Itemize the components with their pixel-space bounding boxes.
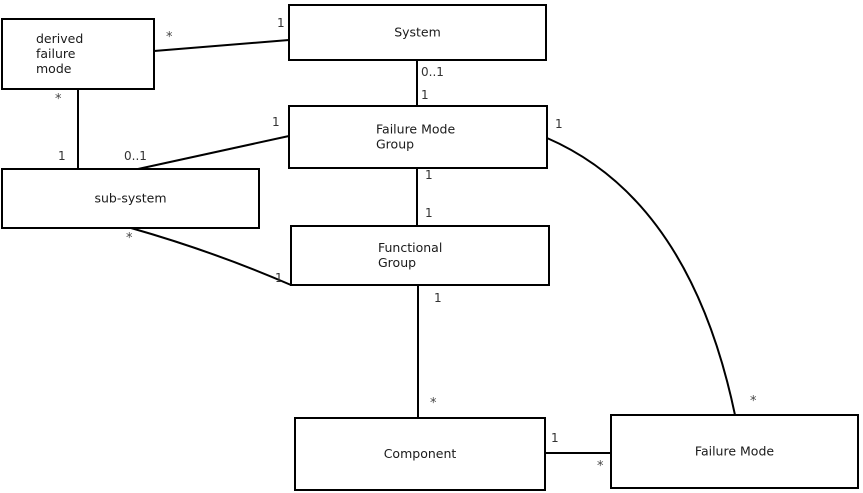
multiplicity-label-m-dfm-system-star: *	[166, 30, 173, 45]
class-name-failure-mode: Failure Mode	[695, 444, 774, 459]
multiplicity-label-m-subsystem-dfm-one: 1	[58, 149, 66, 163]
multiplicity-label-m-system-fmg-zeroone: 0..1	[421, 65, 444, 79]
class-name-line: Functional	[378, 240, 442, 255]
class-box-failure-mode[interactable]	[610, 414, 859, 489]
multiplicity-label-m-fmg-fm-one: 1	[555, 117, 563, 131]
class-box-derived-failure-mode[interactable]	[1, 18, 155, 90]
multiplicity-labels-layer: * 1 * 1 0..1 1 0..1 1 1 1 * 1 1 * 1 * 1 *	[55, 16, 757, 474]
multiplicity-label-m-fmg-fg-one-bottom: 1	[425, 206, 433, 220]
multiplicity-label-m-dfm-subsystem-star: *	[55, 92, 62, 107]
multiplicity-label-m-component-fm-one: 1	[551, 431, 559, 445]
multiplicity-label-m-fg-component-one: 1	[434, 291, 442, 305]
class-box-failure-mode-group[interactable]	[288, 105, 548, 169]
multiplicity-label-m-fmg-subsystem-one: 1	[272, 115, 280, 129]
multiplicity-label-m-subsystem-fg-star: *	[126, 231, 133, 246]
multiplicity-label-m-fg-subsystem-one: 1	[275, 271, 283, 285]
class-name-line: Component	[384, 446, 457, 461]
association-edges-layer	[77, 39, 736, 454]
class-name-line: Failure Mode	[376, 122, 455, 137]
class-name-component: Component	[384, 446, 457, 461]
association-line-path-subsystem-fmg	[137, 135, 290, 170]
multiplicity-label-m-fm-component-star: *	[597, 459, 604, 474]
association-line-path-fmg-fm	[546, 137, 736, 416]
class-box-component[interactable]	[294, 417, 546, 491]
class-name-system: System	[394, 25, 441, 40]
multiplicity-label-m-fmg-fg-one-top: 1	[425, 168, 433, 182]
class-name-line: Failure Mode	[695, 444, 774, 459]
class-name-line: derived	[36, 31, 83, 46]
class-name-line: sub-system	[94, 191, 166, 206]
class-name-line: failure	[36, 46, 76, 61]
multiplicity-label-m-fm-fmg-star: *	[750, 394, 757, 409]
multiplicity-label-m-component-fg-star: *	[430, 396, 437, 411]
class-boxes-layer	[1, 4, 859, 491]
class-name-line: System	[394, 25, 441, 40]
association-line-path-subsystem-fg	[130, 227, 292, 286]
class-name-line: mode	[36, 61, 72, 76]
association-line-path-dfm-system	[153, 39, 290, 52]
class-box-sub-system[interactable]	[1, 168, 260, 229]
class-name-sub-system: sub-system	[94, 191, 166, 206]
class-box-functional-group[interactable]	[290, 225, 550, 286]
multiplicity-label-m-fmg-system-one: 1	[421, 88, 429, 102]
class-name-line: Group	[376, 137, 414, 152]
multiplicity-label-m-subsystem-fmg-zeroone: 0..1	[124, 149, 147, 163]
multiplicity-label-m-system-dfm-one: 1	[277, 16, 285, 30]
class-box-system[interactable]	[288, 4, 547, 61]
class-name-line: Group	[378, 255, 416, 270]
